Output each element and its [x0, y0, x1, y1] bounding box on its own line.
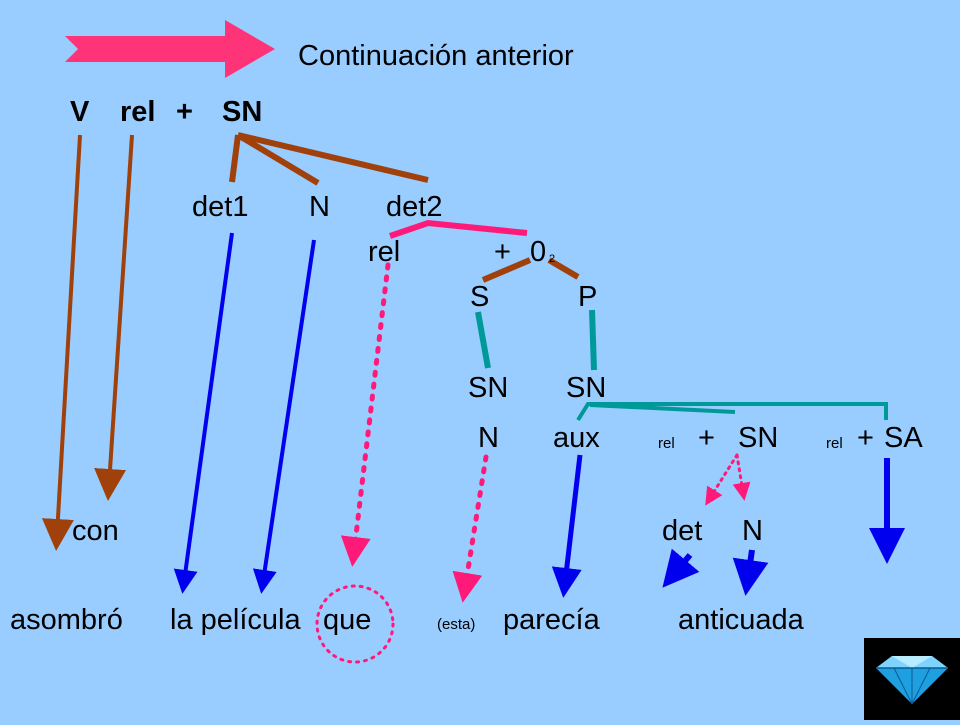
node-aux: aux: [553, 422, 600, 454]
node-rel-small-2: rel: [826, 435, 843, 452]
diamond-gem-icon: [876, 656, 948, 705]
node-zero-subscript: 2: [549, 253, 556, 265]
que-highlight-circle: [315, 584, 395, 664]
node-p: P: [578, 281, 598, 313]
branch-s: [481, 257, 532, 283]
arrow-aux-to-parecia: [551, 454, 583, 598]
branch-p: [547, 257, 580, 280]
arrow-rel-to-con: [94, 134, 134, 501]
slide-title: Continuación anterior: [298, 40, 574, 72]
branch-sn-n: [236, 132, 320, 186]
node-plus-2: +: [494, 236, 511, 268]
node-det2: det2: [386, 191, 443, 223]
node-n-subject: N: [478, 422, 499, 454]
diamond-gem-button[interactable]: [864, 638, 960, 720]
branch-sn-bracket: [576, 402, 888, 422]
node-sn-rel: SN: [738, 422, 779, 454]
word-anticuada: anticuada: [678, 604, 804, 636]
node-s: S: [470, 281, 490, 313]
word-que: que: [323, 604, 372, 636]
node-plus: +: [176, 96, 193, 128]
node-con: con: [72, 515, 119, 547]
node-rel-2: rel: [368, 236, 401, 268]
word-la-pelicula: la película: [170, 604, 301, 636]
arrow-n2-to-anticuada: [732, 549, 769, 596]
node-sn-predicate: SN: [566, 372, 607, 404]
node-det1: det1: [192, 191, 249, 223]
word-asombro: asombró: [10, 604, 123, 636]
arrow-det1-to-la: [173, 232, 234, 594]
dotted-sn-to-det: [705, 453, 739, 506]
dotted-rel-to-que: [340, 262, 391, 567]
node-zero: 0: [530, 236, 547, 268]
node-rel-small-1: rel: [658, 435, 675, 452]
node-sa: SA: [884, 422, 923, 454]
arrow-v-to-asombro: [41, 134, 82, 551]
node-n: N: [309, 191, 330, 223]
node-n-rel: N: [742, 515, 763, 547]
arrow-n-to-pelicula: [252, 239, 316, 594]
node-v: V: [70, 96, 90, 128]
branch-det2-rel: [389, 219, 528, 239]
node-rel: rel: [120, 96, 156, 128]
branch-sn-det1: [229, 134, 241, 183]
node-sn-subject: SN: [468, 372, 509, 404]
branch-p-sn: [589, 309, 597, 371]
branch-sn-det2: [237, 132, 429, 183]
node-det: det: [662, 515, 703, 547]
dotted-n-to-esta: [452, 454, 489, 603]
branch-s-sn: [475, 311, 491, 369]
word-parecia: parecía: [503, 604, 600, 636]
arrow-det-to-anticuada: [662, 548, 700, 588]
branch-sn-rel-sn: [589, 403, 736, 414]
dotted-sn-to-n: [732, 453, 751, 501]
node-sn: SN: [222, 96, 263, 128]
node-plus-3: +: [698, 422, 715, 454]
node-plus-4: +: [857, 422, 874, 454]
word-esta: (esta): [437, 616, 476, 633]
right-arrow-icon: [65, 20, 275, 78]
